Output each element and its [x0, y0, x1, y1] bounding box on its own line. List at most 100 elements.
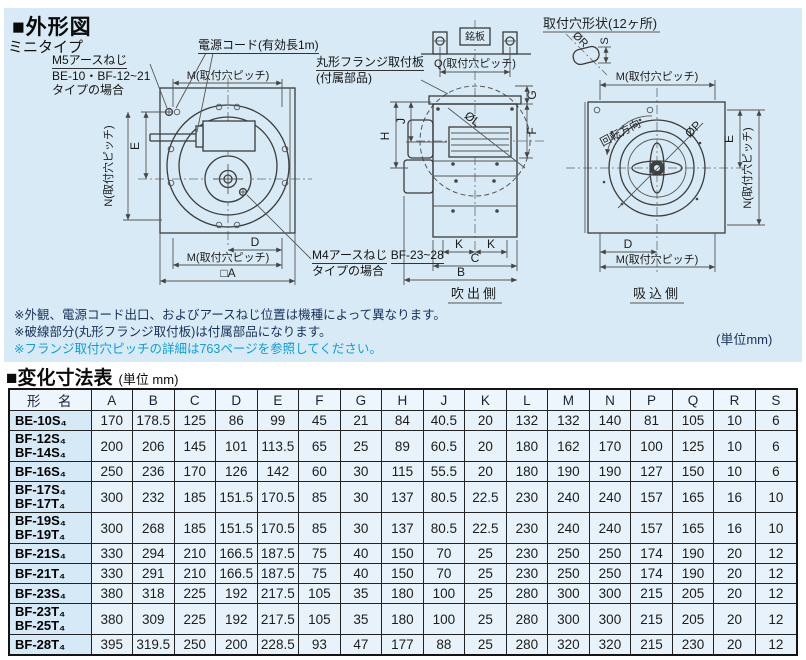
dimension-value: 250 — [173, 634, 217, 656]
dimension-value: 151.5 — [215, 481, 258, 513]
dimension-value: 215 — [630, 583, 673, 604]
dimension-value: 25 — [339, 430, 383, 462]
dimension-value: 380 — [90, 583, 134, 604]
model-name: BF-23S₄ — [8, 583, 92, 604]
dimension-value: 12 — [754, 634, 798, 656]
m5-earth-screw-annotation: M5アースねじ BE-10・BF-12~21 タイプの場合 — [52, 53, 151, 97]
dimension-value: 20 — [464, 410, 507, 431]
model-name: BF-28T₄ — [8, 634, 92, 656]
dim-label-m-front-bottom: M(取付穴ピッチ) — [187, 250, 270, 264]
dimension-value: 86 — [215, 410, 258, 431]
discharge-vent — [448, 126, 512, 158]
dimension-value: 320 — [547, 634, 590, 656]
dim-label-g: G — [525, 90, 539, 99]
dimension-value: 115 — [381, 461, 424, 482]
column-header: D — [215, 388, 258, 411]
dimension-value: 10 — [713, 430, 756, 462]
dimension-value: 20 — [713, 583, 756, 604]
dimension-value: 230 — [505, 481, 549, 513]
note-flange-pitch-link[interactable]: ※フランジ取付穴ピッチの詳細は763ページを参照してください。 — [14, 342, 382, 356]
dimension-value: 99 — [256, 410, 300, 431]
dimension-value: 178.5 — [132, 410, 175, 431]
dimension-value: 89 — [381, 430, 424, 462]
dim-label-j: J — [394, 118, 408, 124]
dimension-value: 105 — [671, 410, 715, 431]
dimension-value: 205 — [671, 583, 715, 604]
column-header: S — [754, 388, 798, 411]
dimension-value: 190 — [547, 461, 590, 482]
power-cord-annotation: 電源コード(有効長1m) — [198, 38, 319, 54]
dimension-value: 40 — [339, 543, 383, 564]
dimension-value: 225 — [173, 603, 217, 635]
dimension-value: 40.5 — [422, 410, 466, 431]
dimension-value: 25 — [464, 583, 507, 604]
dimension-value: 230 — [505, 543, 549, 564]
dimension-value: 145 — [173, 430, 217, 462]
dimension-value: 113.5 — [256, 430, 300, 462]
dimension-value: 127 — [630, 461, 673, 482]
column-header: C — [173, 388, 217, 411]
front-view: M(取付穴ピッチ) E N(取付穴ピッチ) D M(取付穴ピッチ) □A — [101, 52, 312, 285]
dimension-value: 250 — [588, 563, 632, 584]
dimension-value: 150 — [381, 563, 424, 584]
dimension-value: 180 — [381, 603, 424, 635]
dimension-value: 80.5 — [422, 481, 466, 513]
model-name: BF-16S₄ — [8, 461, 92, 482]
dimension-value: 180 — [381, 583, 424, 604]
dimension-value: 105 — [298, 583, 341, 604]
dimension-value: 180 — [505, 461, 549, 482]
dimension-value: 240 — [547, 512, 590, 544]
dim-label-a-front: □A — [220, 266, 235, 280]
dimension-value: 75 — [298, 563, 341, 584]
column-header: N — [588, 388, 632, 411]
dimension-value: 177 — [381, 634, 424, 656]
dimension-value: 137 — [381, 512, 424, 544]
dimension-value: 55.5 — [422, 461, 466, 482]
dimension-value: 210 — [173, 543, 217, 564]
dimension-value: 151.5 — [215, 512, 258, 544]
scroll-screws — [167, 103, 289, 229]
dimension-value: 210 — [173, 563, 217, 584]
rotation-label: 回転方向 — [597, 116, 642, 149]
dimension-value: 232 — [132, 481, 175, 513]
column-header: L — [505, 388, 549, 411]
dimension-value: 217.5 — [256, 603, 300, 635]
dimension-value: 174 — [630, 563, 673, 584]
dimension-value: 85 — [298, 481, 341, 513]
dimension-value: 6 — [754, 410, 798, 431]
dimension-value: 166.5 — [215, 563, 258, 584]
dimension-value: 126 — [215, 461, 258, 482]
oblong-hole — [572, 45, 600, 66]
dimension-value: 205 — [671, 603, 715, 635]
dimension-value: 21 — [339, 410, 383, 431]
column-header: K — [464, 388, 507, 411]
page-title: ■外形図 — [12, 16, 92, 39]
dimension-value: 20 — [464, 430, 507, 462]
dim-label-k: K — [487, 237, 495, 251]
m5-earth-screw-symbol — [164, 107, 181, 117]
screw-dots — [436, 107, 514, 213]
dimension-value: 142 — [256, 461, 300, 482]
table-unit: (単位 mm) — [118, 372, 179, 387]
screw-dots — [602, 118, 702, 206]
dimension-value: 22.5 — [464, 481, 507, 513]
dimension-value: 240 — [588, 481, 632, 513]
dimension-value: 30 — [339, 461, 383, 482]
dim-label-s: S — [599, 37, 611, 44]
suction-side-label: 吸込側 — [633, 286, 681, 301]
dimension-value: 75 — [298, 543, 341, 564]
dimension-value: 47 — [339, 634, 383, 656]
dimension-value: 35 — [339, 583, 383, 604]
dimension-value: 215 — [630, 634, 673, 656]
dimension-value: 10 — [713, 461, 756, 482]
column-header: E — [256, 388, 300, 411]
dimension-value: 81 — [630, 410, 673, 431]
dim-label-m-suction-top: M(取付穴ピッチ) — [616, 69, 699, 83]
dimension-value: 165 — [671, 512, 715, 544]
